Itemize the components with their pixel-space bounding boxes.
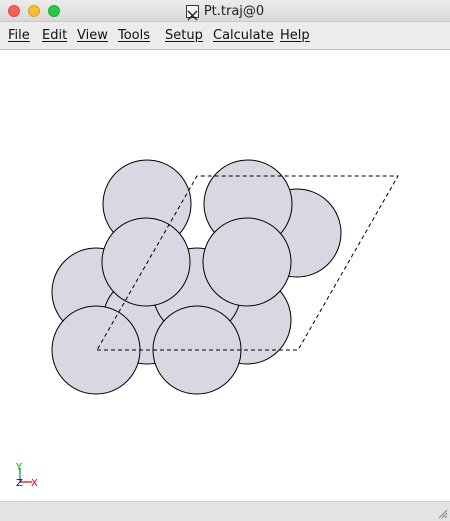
structure-view: Y Z X	[15, 159, 399, 489]
z-axis-label: Z	[16, 478, 23, 489]
title-bar: Pt.traj@0	[0, 0, 450, 22]
minimize-window-button[interactable]	[28, 5, 40, 17]
menu-help[interactable]: Help	[280, 28, 310, 43]
atoms-group	[51, 159, 342, 395]
menu-view[interactable]: View	[77, 28, 108, 43]
status-bar	[0, 501, 450, 521]
y-axis-label: Y	[15, 462, 23, 473]
close-window-button[interactable]	[8, 5, 20, 17]
structure-viewer-canvas[interactable]: Y Z X	[0, 50, 450, 501]
menu-file[interactable]: File	[8, 28, 30, 43]
x-axis-label: X	[31, 478, 38, 489]
menu-bar: File Edit View Tools Setup Calculate Hel…	[0, 22, 450, 50]
atom[interactable]	[101, 217, 191, 307]
menu-calculate[interactable]: Calculate	[213, 28, 274, 43]
unit-cell-outline	[96, 175, 399, 351]
x11-icon	[185, 4, 199, 20]
menu-setup[interactable]: Setup	[165, 28, 203, 43]
resize-grip-icon[interactable]	[436, 507, 448, 519]
axes-indicator: Y Z X	[15, 462, 38, 489]
menu-tools[interactable]: Tools	[118, 28, 151, 43]
window-title: Pt.traj@0	[203, 3, 265, 19]
menu-edit[interactable]: Edit	[42, 28, 68, 43]
maximize-window-button[interactable]	[48, 5, 60, 17]
window-title-group: Pt.traj@0	[0, 3, 450, 20]
atom[interactable]	[202, 217, 292, 307]
